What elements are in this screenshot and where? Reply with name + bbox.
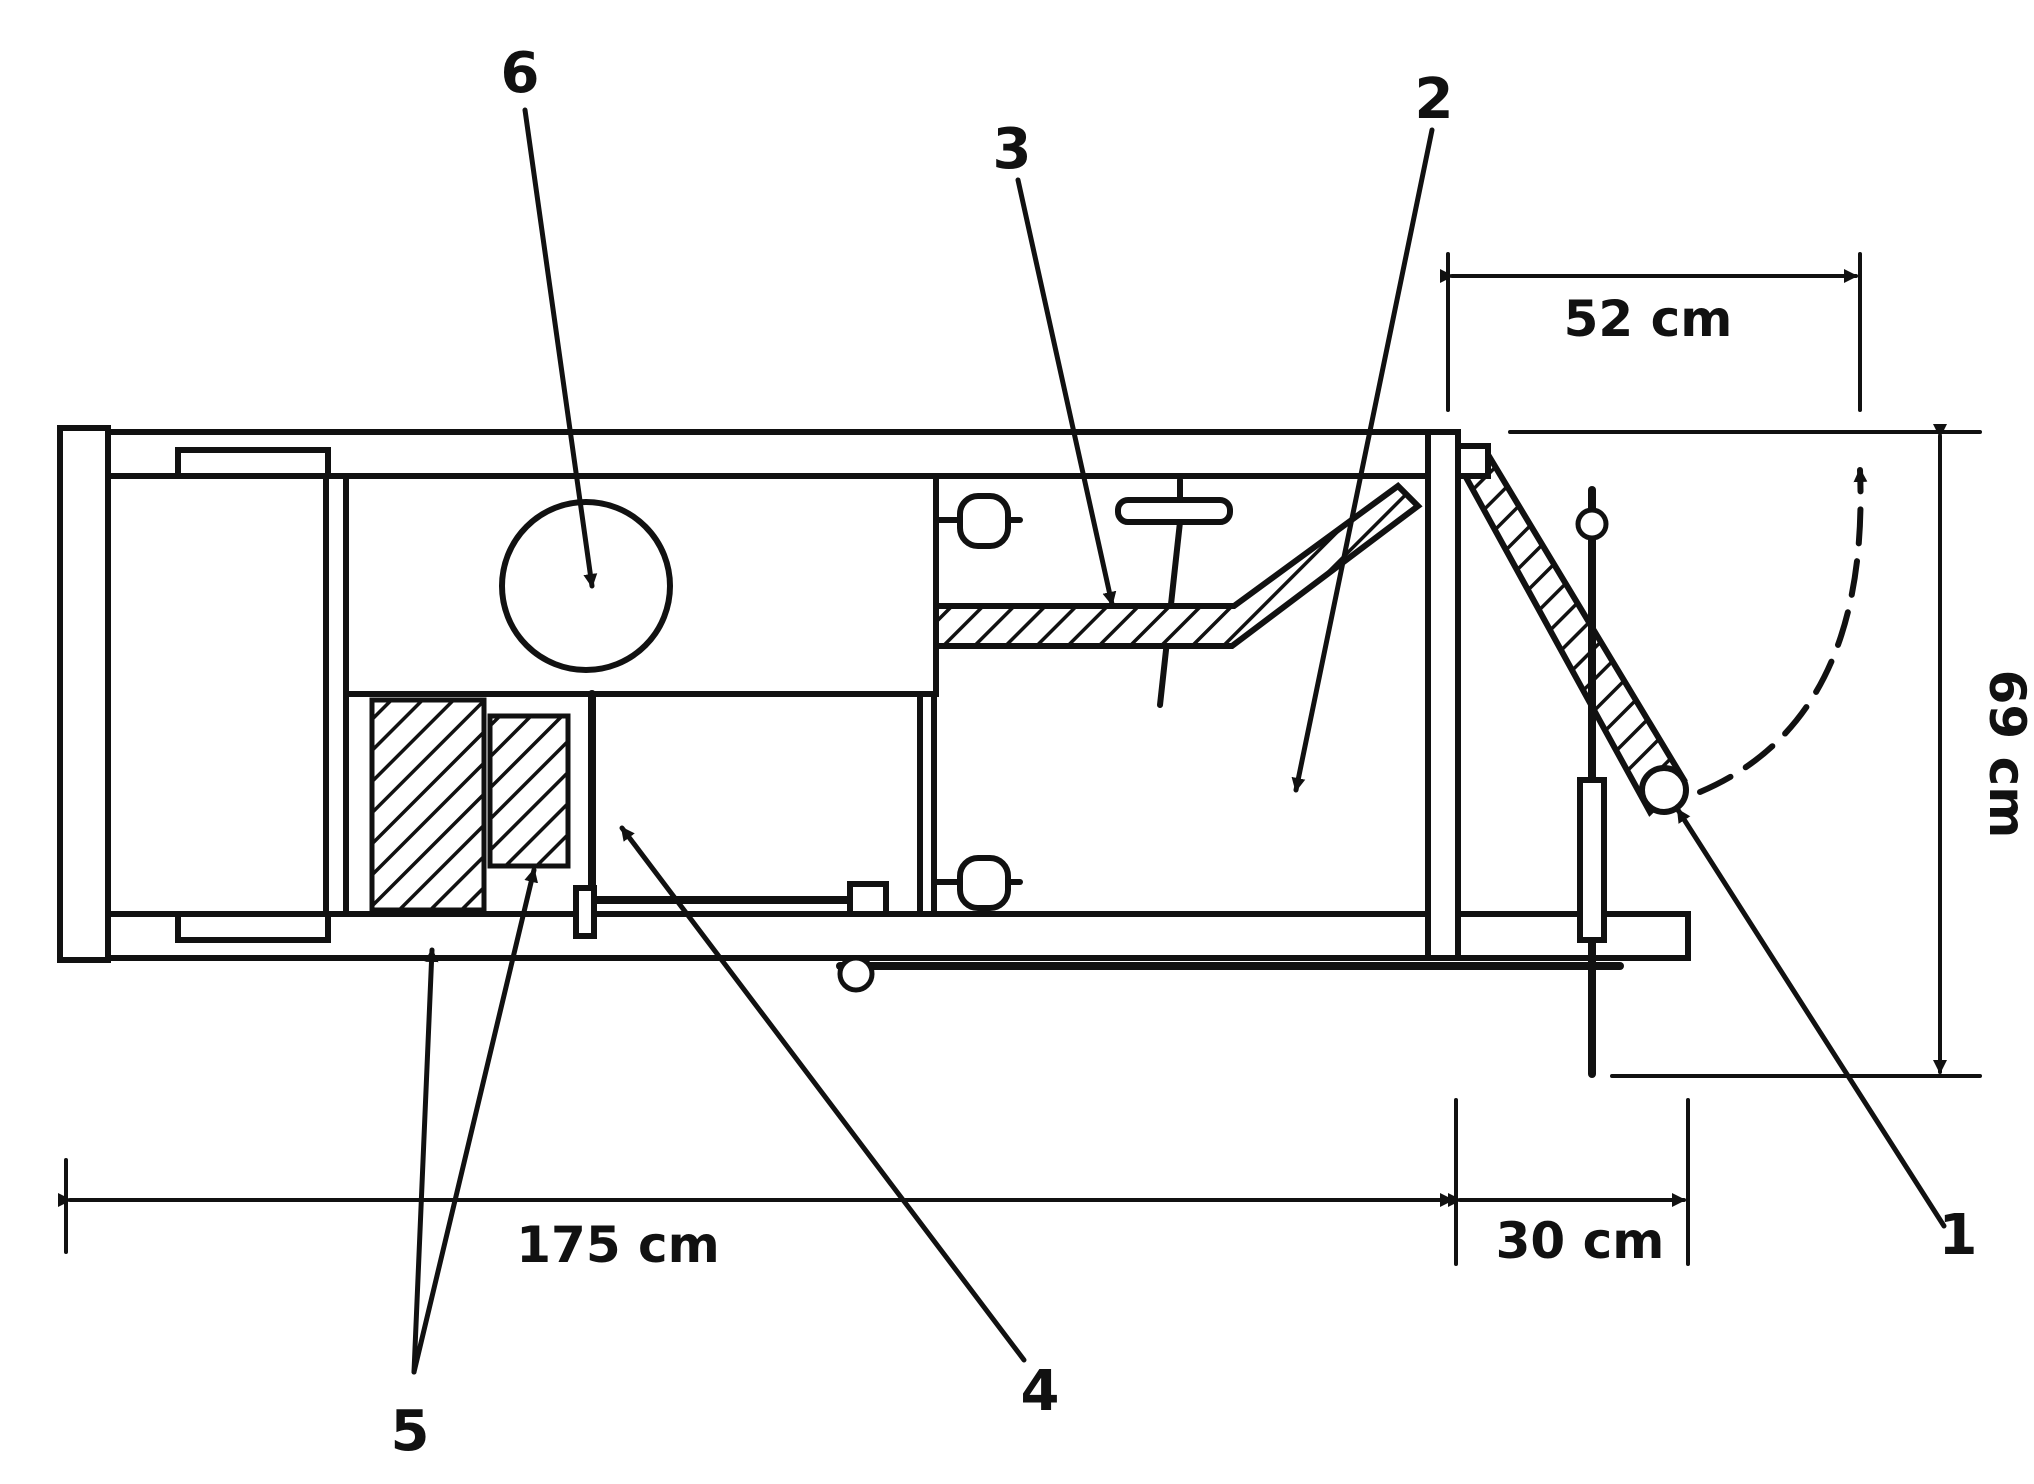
label-part-4: 4	[1021, 1359, 1060, 1424]
block-large	[369, 697, 487, 913]
leader-3	[1015, 177, 1117, 607]
left-end-post	[57, 425, 111, 963]
label-part-2: 2	[1415, 67, 1454, 132]
label-part-5: 5	[391, 1399, 430, 1464]
lower-pulley	[957, 855, 1011, 911]
leader-4	[619, 825, 1027, 1363]
leader-6	[522, 107, 598, 589]
swing-arm	[836, 443, 1689, 1078]
pulleys	[933, 493, 1023, 911]
leader-5a	[411, 947, 439, 1375]
block-small	[487, 713, 571, 869]
dim-overall-length: 175 cm	[516, 1216, 720, 1274]
inner-post-right	[917, 691, 937, 917]
label-part-6: 6	[501, 41, 540, 106]
dim-height: 69 cm	[1978, 670, 2034, 839]
dimension-lines	[58, 252, 1982, 1266]
label-part-1: 1	[1939, 1203, 1978, 1268]
lower-housing	[343, 691, 937, 917]
label-part-3: 3	[993, 117, 1032, 182]
hatched-lever	[933, 482, 1423, 649]
handwheel	[1115, 477, 1233, 708]
upper-pulley	[957, 493, 1011, 549]
swing-arc	[1697, 467, 1868, 795]
bottom-mount-plate	[175, 911, 331, 943]
leader-2	[1291, 127, 1435, 793]
dim-overhang: 30 cm	[1496, 1212, 1665, 1270]
leader-5b	[411, 867, 539, 1375]
drive-rod	[573, 690, 889, 939]
leader-1	[1675, 807, 1947, 1229]
top-mount-plate	[175, 447, 331, 479]
upper-housing	[343, 473, 939, 697]
dim-arm-reach: 52 cm	[1564, 290, 1733, 348]
leader-lines	[411, 107, 1947, 1375]
right-post	[1425, 429, 1461, 961]
